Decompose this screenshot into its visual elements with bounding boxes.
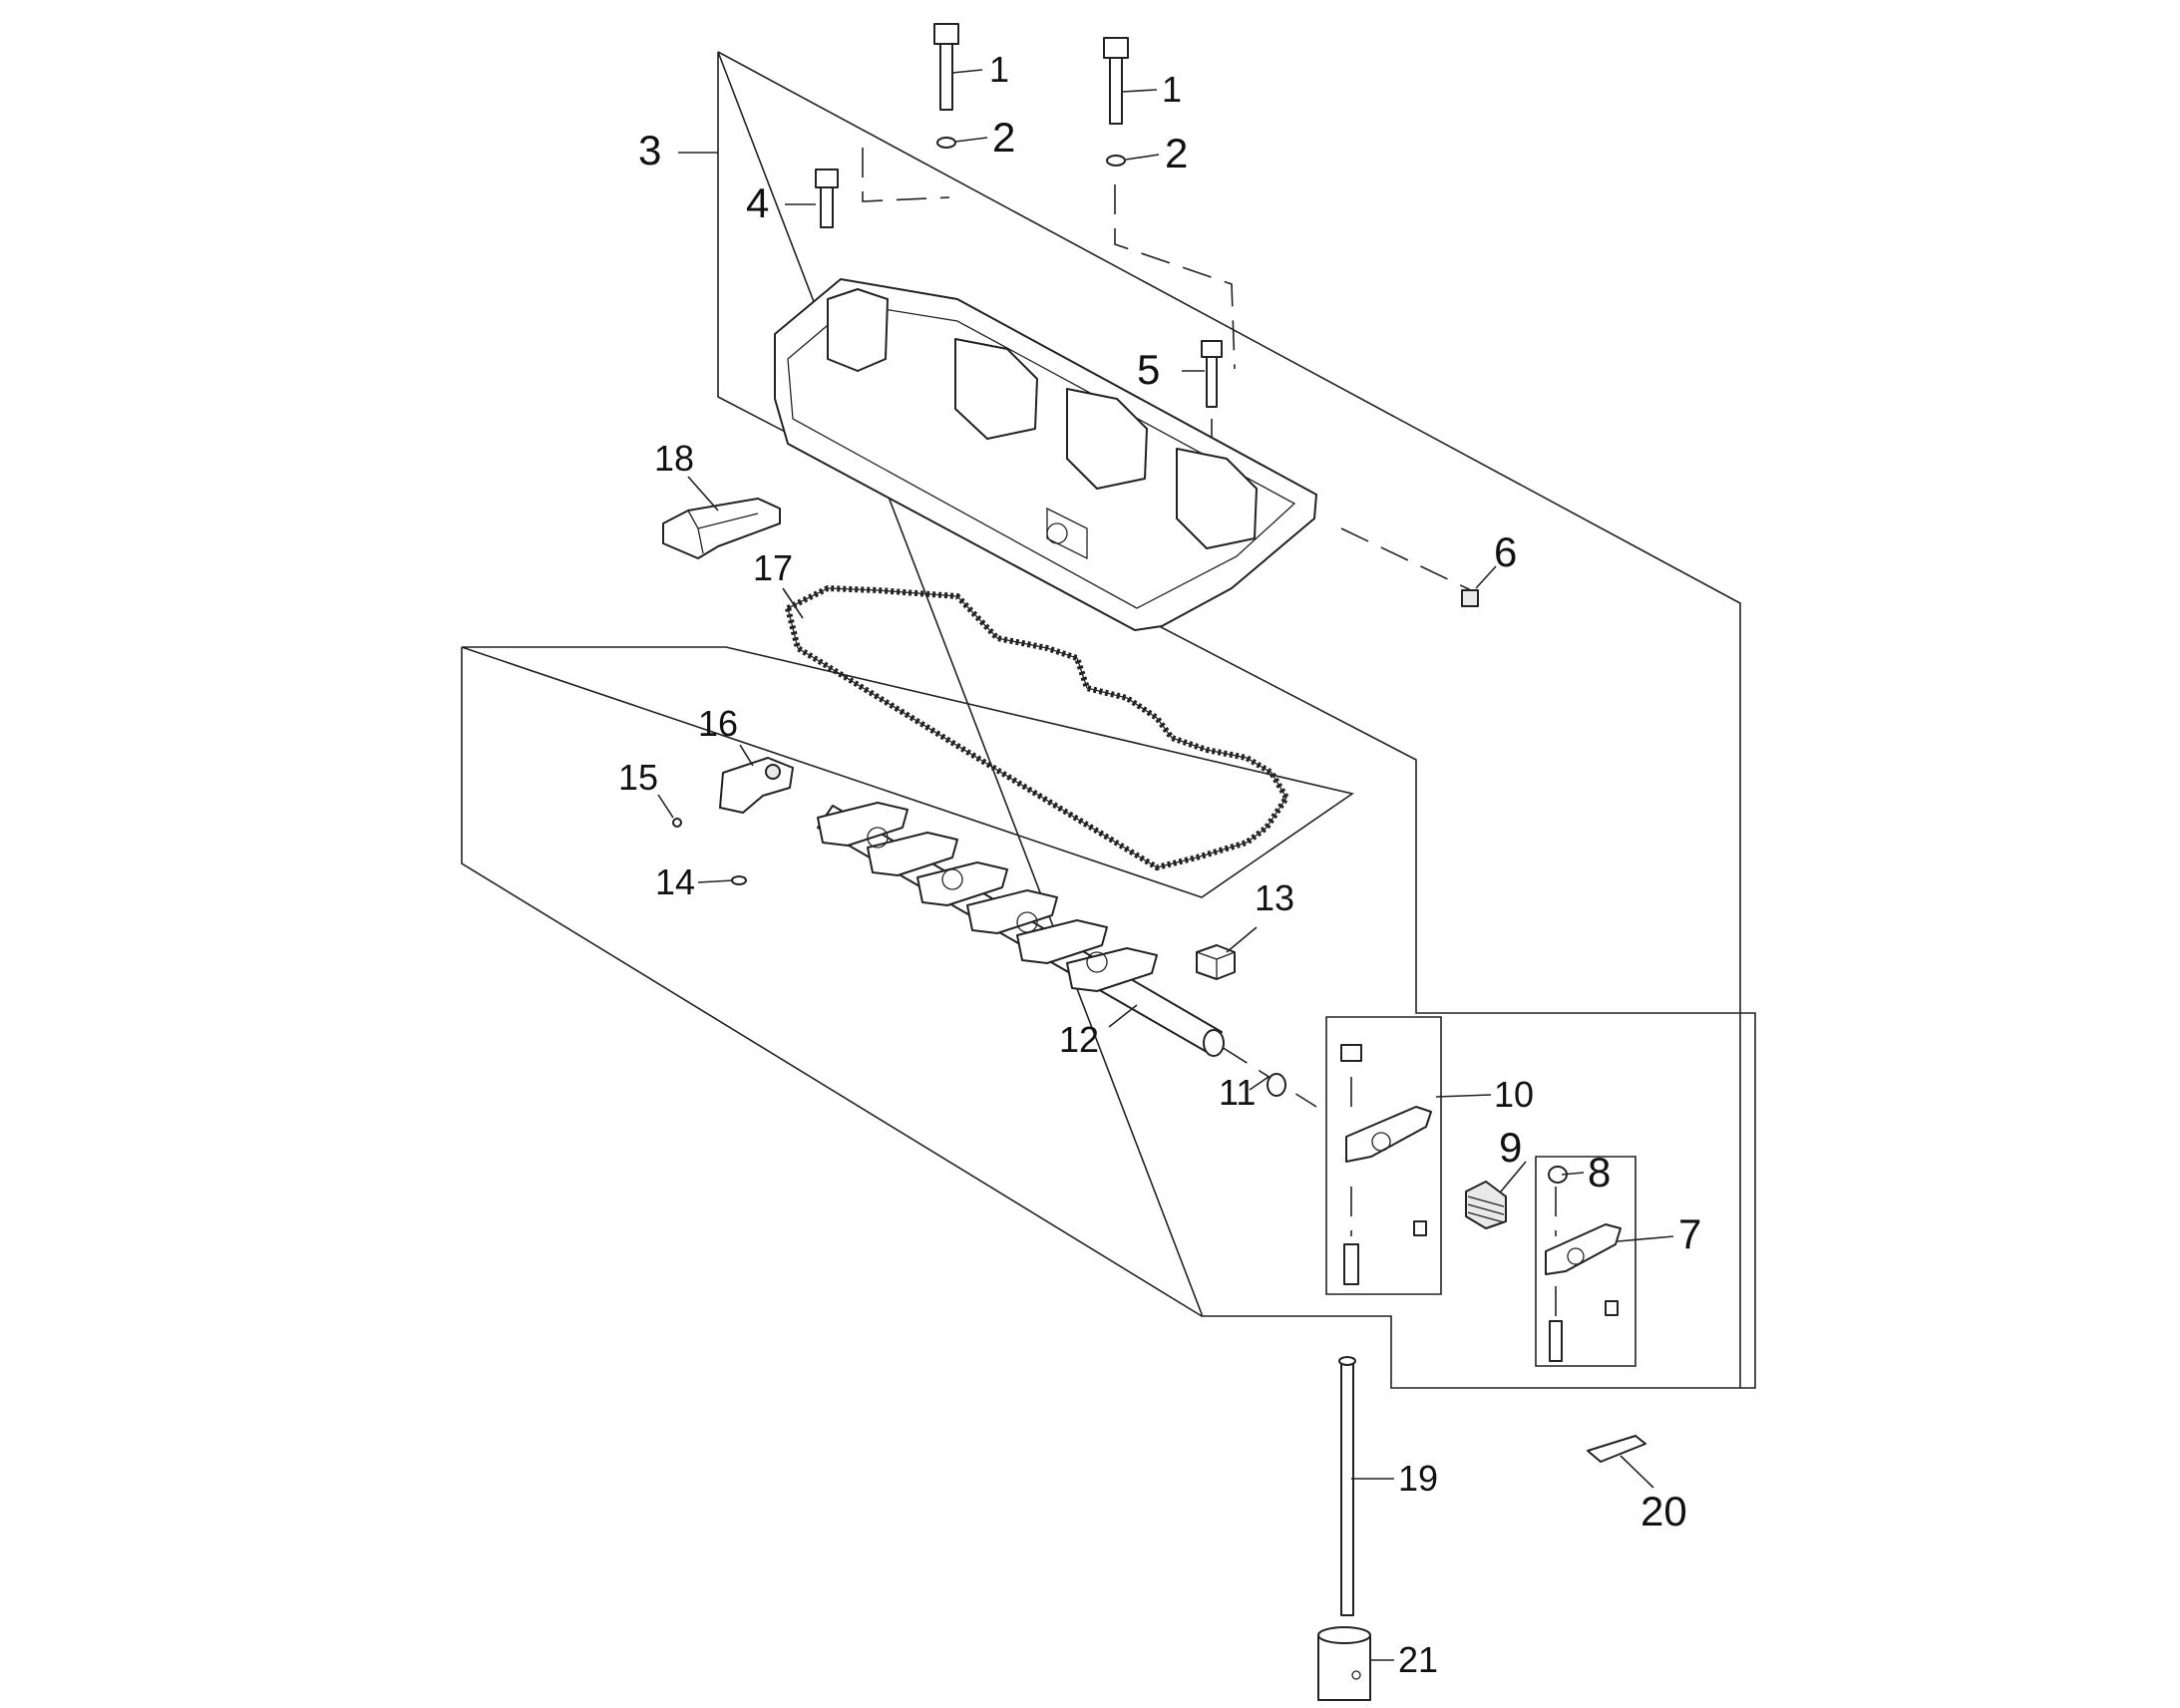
callout-1-right: 1 [1162,69,1182,110]
bolt-1-right [1103,37,1129,125]
callout-10: 10 [1494,1074,1534,1115]
callout-3: 3 [638,127,661,173]
callout-14: 14 [655,861,695,902]
valve-cover-3 [774,278,1317,631]
callout-8: 8 [1588,1149,1611,1196]
block-13 [1196,944,1236,980]
washer-14 [731,875,747,885]
assembly-line-bolt1a [862,148,950,202]
rocker-arm-7 [1545,1223,1622,1362]
assembly-line-nut6 [1340,527,1472,591]
callout-1-left: 1 [989,49,1009,90]
bracket-18 [662,498,781,559]
callout-13: 13 [1255,877,1294,918]
assembly-line-bolt1b [1114,184,1236,370]
callout-15: 15 [618,757,658,798]
callout-12: 12 [1059,1019,1099,1060]
assembly-line-shaft [1221,1046,1317,1108]
nut-6 [1461,589,1479,607]
callout-18: 18 [654,438,694,479]
callout-labels: 1 1 2 2 3 4 5 6 7 8 9 10 11 12 13 14 15 … [618,49,1701,1680]
rocker-arm-10 [1340,1044,1432,1285]
callout-4: 4 [746,179,769,226]
rocker-support-16 [719,757,794,814]
group-10-box [1325,1016,1442,1295]
tappet-21 [1317,1626,1371,1701]
rocker-group-outline [461,647,1203,1317]
bolt-4 [815,169,839,228]
callout-7: 7 [1678,1210,1701,1257]
ball-15 [672,818,682,828]
callout-6: 6 [1494,528,1517,575]
washer-2-right [1106,155,1126,167]
bolt-5 [1201,340,1223,408]
callout-19: 19 [1398,1458,1438,1499]
callout-20: 20 [1640,1488,1687,1535]
callout-2-right: 2 [1165,130,1188,176]
callout-11: 11 [1219,1072,1256,1113]
spring-9 [1465,1181,1507,1229]
callout-17: 17 [753,547,793,588]
washer-2-left [936,137,956,149]
pushrod-19 [1338,1356,1356,1616]
rocker-shaft-assembly-12 [817,802,1225,1057]
callout-9: 9 [1499,1124,1522,1171]
group-7-box [1535,1156,1636,1367]
callout-5: 5 [1137,346,1160,393]
gasket-outline [461,646,1354,898]
callout-2-left: 2 [992,114,1015,161]
bolt-1-left [933,23,959,111]
washer-11 [1267,1073,1286,1097]
leader-lines [657,69,1674,1661]
clip-20 [1587,1435,1646,1463]
callout-16: 16 [698,703,738,744]
callout-21: 21 [1398,1639,1438,1680]
group-3-outline-upper [717,51,1741,1388]
